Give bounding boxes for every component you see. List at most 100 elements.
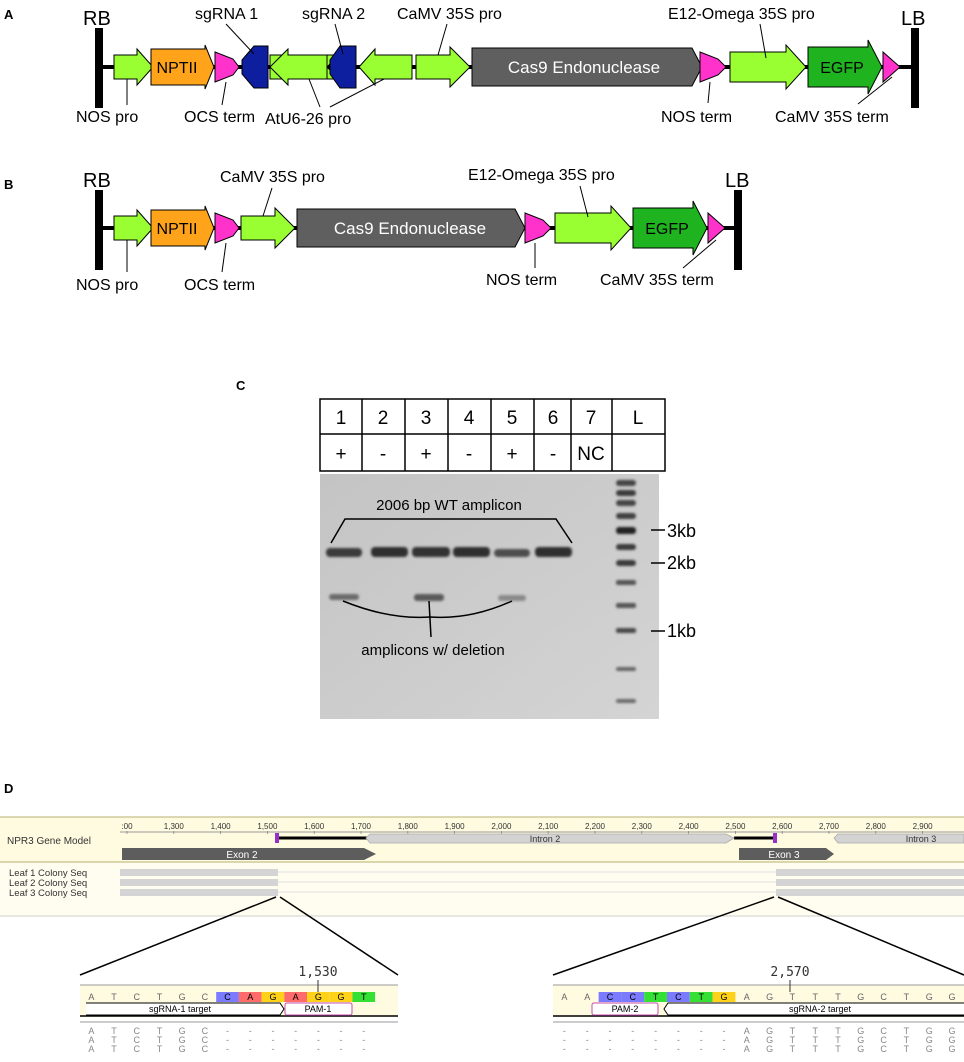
b-ocs-term-leader [221,242,227,273]
read-base: - [654,1035,657,1045]
read-base: T [904,1035,910,1045]
read-base: - [317,1035,320,1045]
a-e12-pro-label: E12-Omega 35S pro [668,6,815,23]
ladder-band [616,480,636,486]
a-e12-pro-leader [759,23,767,59]
read-base: - [609,1026,612,1036]
wt-band-lane-2 [371,547,408,557]
read-base: - [317,1026,320,1036]
base-letter: A [561,992,567,1002]
ruler-tick-label: 2,000 [491,822,512,831]
gene-model-track-label: NPR3 Gene Model [7,836,91,847]
pam2-feature [591,1002,659,1016]
read-base: T [812,1035,818,1045]
ruler-tick-label: 2,300 [632,822,653,831]
ruler-tick-label: 1,800 [398,822,419,831]
read-base: - [586,1044,589,1054]
b-egfp-label: EGFP [645,221,689,238]
colony-seq-bar [120,869,278,876]
a-ocs-term-label: OCS term [184,109,255,126]
colony-seq-bar [776,869,964,876]
a-atu6-leader-1 [308,78,321,108]
wt-band-lane-1 [326,548,362,557]
wt-amplicon-label: 2006 bp WT amplicon [376,497,522,514]
base-letter: C [675,992,682,1002]
read-base: - [362,1026,365,1036]
read-base: - [563,1035,566,1045]
a-atu6-promoter-arrow-2 [358,47,413,87]
read-base: G [766,1044,773,1054]
b-nos-promoter-arrow [113,208,154,248]
read-base: - [609,1044,612,1054]
base-letter: G [766,992,773,1002]
base-letter: G [926,992,933,1002]
read-base: - [631,1035,634,1045]
exon-2-feature [122,848,376,860]
read-base: - [723,1026,726,1036]
base-letter: G [857,992,864,1002]
read-base: T [904,1026,910,1036]
a-egfp-label: EGFP [820,60,864,77]
b-ocs-term-label: OCS term [184,277,255,294]
read-base: A [744,1026,750,1036]
read-base: A [88,1026,94,1036]
base-highlight [261,992,285,1002]
read-base: - [226,1026,229,1036]
ladder-band-2kb [616,560,636,566]
ladder-band [616,667,636,671]
colony-seq-bar [120,879,278,886]
base-letter: T [790,992,796,1002]
colony-seq-label: Leaf 2 Colony Seq [9,878,87,889]
read-base: G [926,1044,933,1054]
b-rb-label: RB [83,170,111,192]
base-letter: T [361,992,367,1002]
read-base: - [586,1026,589,1036]
sgrna1-target-feature [86,1002,285,1016]
a-nos-term-leader [707,81,711,104]
read-base: A [744,1044,750,1054]
base-highlight [621,992,645,1002]
base-letter: G [315,992,322,1002]
read-base: - [700,1044,703,1054]
pam2-label: PAM-2 [612,1004,639,1014]
base-highlight [598,992,622,1002]
read-base: A [744,1035,750,1045]
base-highlight [712,992,736,1002]
read-base: T [111,1044,117,1054]
b-e12-promoter-arrow [554,204,632,252]
deletion-label: amplicons w/ deletion [361,642,504,659]
base-letter: G [338,992,345,1002]
b-cas9-arrow [296,208,526,248]
a-sgrna1-block [241,45,269,89]
read-base: T [835,1044,841,1054]
lane-number: 7 [586,408,597,429]
a-sgrna1-leader [225,23,255,55]
read-base: C [134,1026,141,1036]
b-cas9-label: Cas9 Endonuclease [334,219,486,238]
base-letter: T [904,992,910,1002]
a-atu6-leader-2 [329,78,385,108]
colony-seq-label: Leaf 3 Colony Seq [9,888,87,899]
ruler-tick-label: 2,400 [679,822,700,831]
read-base: G [179,1044,186,1054]
base-letter: G [948,992,955,1002]
base-highlight [216,992,239,1002]
ruler-tick-label: 1,600 [304,822,325,831]
read-base: - [340,1026,343,1036]
base-letter: C [202,992,209,1002]
a-cas9-arrow [471,47,703,87]
b-lb-label: LB [725,170,749,192]
read-base: C [202,1026,209,1036]
lane-sign: + [420,444,431,465]
read-base: - [609,1035,612,1045]
read-base: C [134,1035,141,1045]
a-egfp-arrow [807,39,883,95]
read-base: - [340,1044,343,1054]
read-base: - [317,1044,320,1054]
ruler-tick-label: 1,400 [211,822,232,831]
b-lb-border [734,190,742,270]
a-sgrna2-leader [334,23,344,55]
